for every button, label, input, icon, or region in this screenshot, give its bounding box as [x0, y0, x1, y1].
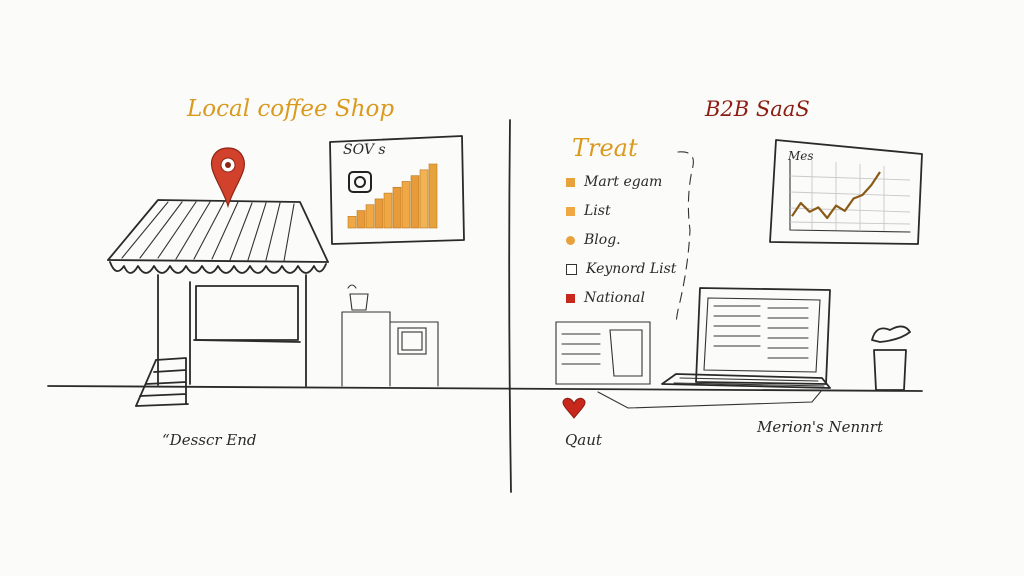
- sov-bar: [347, 216, 357, 229]
- coffee-shop-storefront: [107, 199, 329, 407]
- center-divider: [508, 119, 512, 493]
- sov-chart-board: [329, 135, 465, 245]
- heart-icon: [562, 397, 586, 419]
- list-bullet: [566, 235, 575, 245]
- list-bullet: [566, 263, 577, 275]
- sov-bar: [401, 181, 411, 229]
- ground-line: [47, 385, 923, 392]
- list-item-label: Blog.: [584, 232, 621, 248]
- sov-bar: [356, 210, 366, 229]
- center-caption: Qaut: [565, 431, 602, 449]
- coffee-cup-icon: [347, 284, 369, 311]
- dashed-connector: [675, 151, 694, 327]
- instagram-icon: [348, 171, 372, 193]
- list-bullet: [566, 293, 575, 303]
- location-pin-icon: [210, 147, 245, 209]
- list-title: Treat: [572, 134, 638, 162]
- sov-bar: [383, 192, 393, 229]
- sov-bar: [392, 186, 402, 229]
- list-item: List: [566, 203, 611, 219]
- left-panel-title: Local coffee Shop: [187, 96, 395, 122]
- list-item-label: Keynord List: [586, 261, 677, 277]
- list-item: Keynord List: [566, 261, 676, 277]
- right-caption: Merion's Nennrt: [757, 418, 884, 436]
- list-item: National: [566, 290, 645, 306]
- sov-chart-label: SOV s: [343, 142, 386, 158]
- left-caption: “Desscr End: [162, 431, 257, 449]
- sov-bar: [374, 198, 384, 229]
- mes-chart-label: Mes: [788, 149, 814, 163]
- list-item-label: List: [584, 203, 611, 219]
- list-item-label: National: [584, 290, 645, 306]
- sov-bar: [410, 175, 420, 229]
- document-board: [555, 321, 651, 385]
- list-item-label: Mart egam: [584, 174, 663, 190]
- sov-bar: [419, 169, 429, 229]
- laptop-icon: [597, 287, 831, 409]
- list-item: Blog.: [566, 232, 621, 248]
- mes-series-line: [791, 171, 881, 220]
- sov-bar: [428, 163, 438, 229]
- list-item: Mart egam: [566, 174, 662, 190]
- list-bullet: [566, 206, 575, 216]
- mes-chart-board: [769, 139, 923, 245]
- right-panel-title: B2B SaaS: [705, 97, 810, 121]
- list-bullet: [566, 177, 575, 187]
- sov-bar: [365, 204, 375, 229]
- plant-icon: [871, 325, 911, 391]
- shop-counter: [341, 311, 439, 387]
- sov-bars: [347, 163, 438, 229]
